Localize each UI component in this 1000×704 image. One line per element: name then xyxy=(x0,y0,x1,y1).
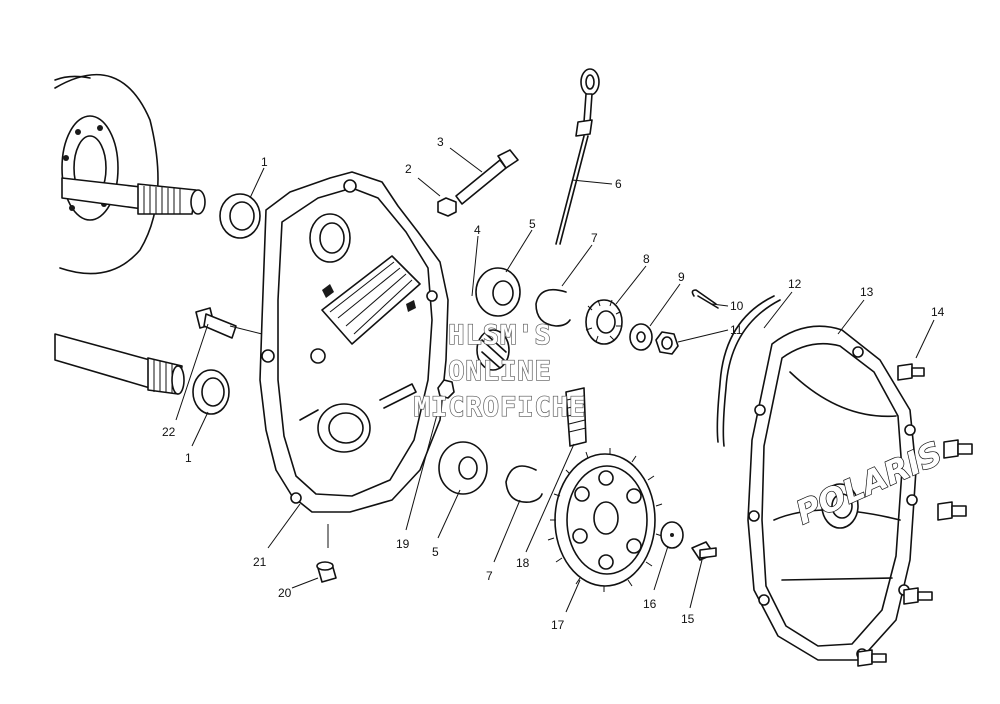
cotter-pin-10 xyxy=(691,289,719,309)
driven-clutch-shaft xyxy=(54,73,206,275)
seal-lower xyxy=(192,369,230,415)
callout-4: 4 xyxy=(474,223,481,237)
callout-labels: 1 2 3 4 5 6 7 8 9 10 11 12 13 14 22 1 19… xyxy=(162,135,945,632)
callout-18: 18 xyxy=(516,556,530,570)
plug-20 xyxy=(316,561,337,583)
tensioner-4 xyxy=(476,329,510,371)
callout-17: 17 xyxy=(551,618,565,632)
callout-7a: 7 xyxy=(591,231,598,245)
cover-bolts xyxy=(857,363,973,667)
callout-19: 19 xyxy=(396,537,410,551)
callout-21: 21 xyxy=(253,555,267,569)
gear-17 xyxy=(547,448,663,592)
washer-9 xyxy=(629,323,653,351)
nut-11 xyxy=(655,331,679,355)
chain-18 xyxy=(565,387,587,447)
bearing-5-upper xyxy=(475,267,521,317)
callout-20: 20 xyxy=(278,586,292,600)
callout-1b: 1 xyxy=(185,451,192,465)
callout-11: 11 xyxy=(730,323,743,337)
bolt-15 xyxy=(691,541,717,561)
drive-shaft xyxy=(54,333,185,395)
callout-8: 8 xyxy=(643,252,650,266)
watermark-line-1: HLSM'S xyxy=(448,320,552,351)
callout-5b: 5 xyxy=(432,545,439,559)
dipstick-6 xyxy=(555,68,600,245)
seal-upper xyxy=(219,193,261,239)
bolt-22 xyxy=(195,307,237,339)
sprocket-8 xyxy=(585,299,623,345)
snap-ring-7-lower xyxy=(505,465,543,503)
bearing-5-lower xyxy=(438,441,488,495)
callout-3: 3 xyxy=(437,135,444,149)
callout-6: 6 xyxy=(615,177,622,191)
nut-19 xyxy=(437,379,455,399)
callout-5a: 5 xyxy=(529,217,536,231)
callout-15: 15 xyxy=(681,612,695,626)
callout-13: 13 xyxy=(860,285,874,299)
callout-9: 9 xyxy=(678,270,685,284)
snap-ring-7-upper xyxy=(535,288,571,327)
watermark: HLSM'S ONLINE MICROFICHE xyxy=(413,319,587,423)
bolt-3 xyxy=(455,149,519,205)
callout-1a: 1 xyxy=(261,155,268,169)
callout-16: 16 xyxy=(643,597,657,611)
callout-7b: 7 xyxy=(486,569,493,583)
watermark-line-2: ONLINE xyxy=(448,356,552,387)
callout-14: 14 xyxy=(931,305,945,319)
watermark-line-3: MICROFICHE xyxy=(414,392,587,423)
callout-2: 2 xyxy=(405,162,412,176)
callout-22: 22 xyxy=(162,425,176,439)
callout-12: 12 xyxy=(788,277,802,291)
washer-16 xyxy=(660,521,684,549)
callout-10: 10 xyxy=(730,299,744,313)
nut-2 xyxy=(437,197,457,217)
gasket-12 xyxy=(716,295,781,447)
chaincase-housing xyxy=(259,171,449,513)
leader-lines xyxy=(175,147,935,613)
